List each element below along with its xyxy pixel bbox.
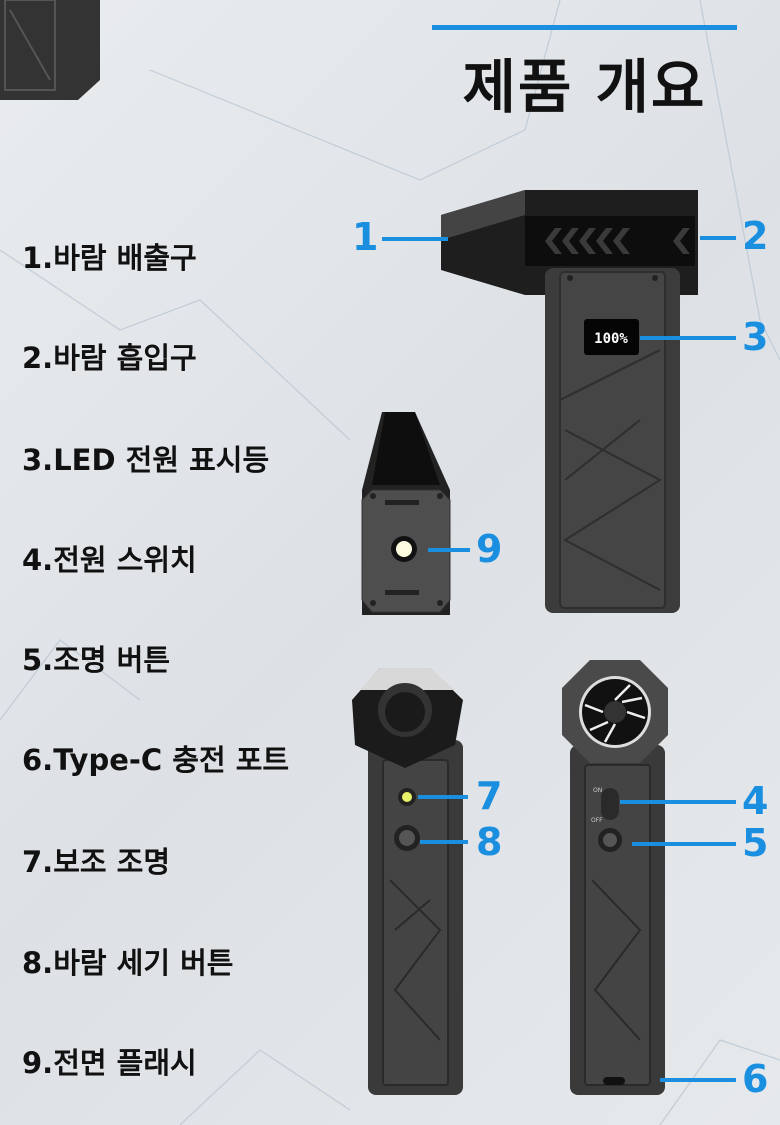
switch-on-label: ON <box>593 787 602 794</box>
callout-number: 7 <box>476 774 503 818</box>
feature-label: 8.바람 세기 버튼 <box>22 946 234 980</box>
power-switch <box>601 788 619 820</box>
callout-line <box>420 840 468 844</box>
callout-number: 4 <box>742 779 769 823</box>
feature-label: 1.바람 배출구 <box>22 241 197 275</box>
callout-number: 1 <box>352 215 379 259</box>
callout-number: 5 <box>742 821 769 865</box>
usb-c-port <box>603 1077 625 1085</box>
page-title: 제품 개요 <box>462 53 707 121</box>
callout-number: 9 <box>476 527 503 571</box>
callout-line <box>418 795 468 799</box>
callout-number: 6 <box>742 1057 769 1101</box>
feature-label: 6.Type-C 충전 포트 <box>22 743 290 777</box>
switch-off-label: OFF <box>591 817 603 824</box>
callout-number: 8 <box>476 820 503 864</box>
feature-label: 7.보조 조명 <box>22 845 171 879</box>
decorative-block <box>0 0 100 100</box>
feature-label: 2.바람 흡입구 <box>22 341 197 375</box>
callout-line <box>620 800 736 804</box>
title-accent-bar <box>432 25 737 30</box>
callout-line <box>640 336 736 340</box>
led-display <box>584 319 639 355</box>
callout-number: 3 <box>742 315 769 359</box>
callout-line <box>428 548 470 552</box>
callout-line <box>700 236 736 240</box>
feature-label: 4.전원 스위치 <box>22 543 197 577</box>
feature-label: 5.조명 버튼 <box>22 643 171 677</box>
display-value: 100% <box>594 331 628 347</box>
callout-line <box>660 1078 736 1082</box>
callout-line <box>382 237 448 241</box>
callout-number: 2 <box>742 214 769 258</box>
callout-line <box>632 842 736 846</box>
feature-label: 9.전면 플래시 <box>22 1046 197 1080</box>
feature-label: 3.LED 전원 표시등 <box>22 443 270 477</box>
